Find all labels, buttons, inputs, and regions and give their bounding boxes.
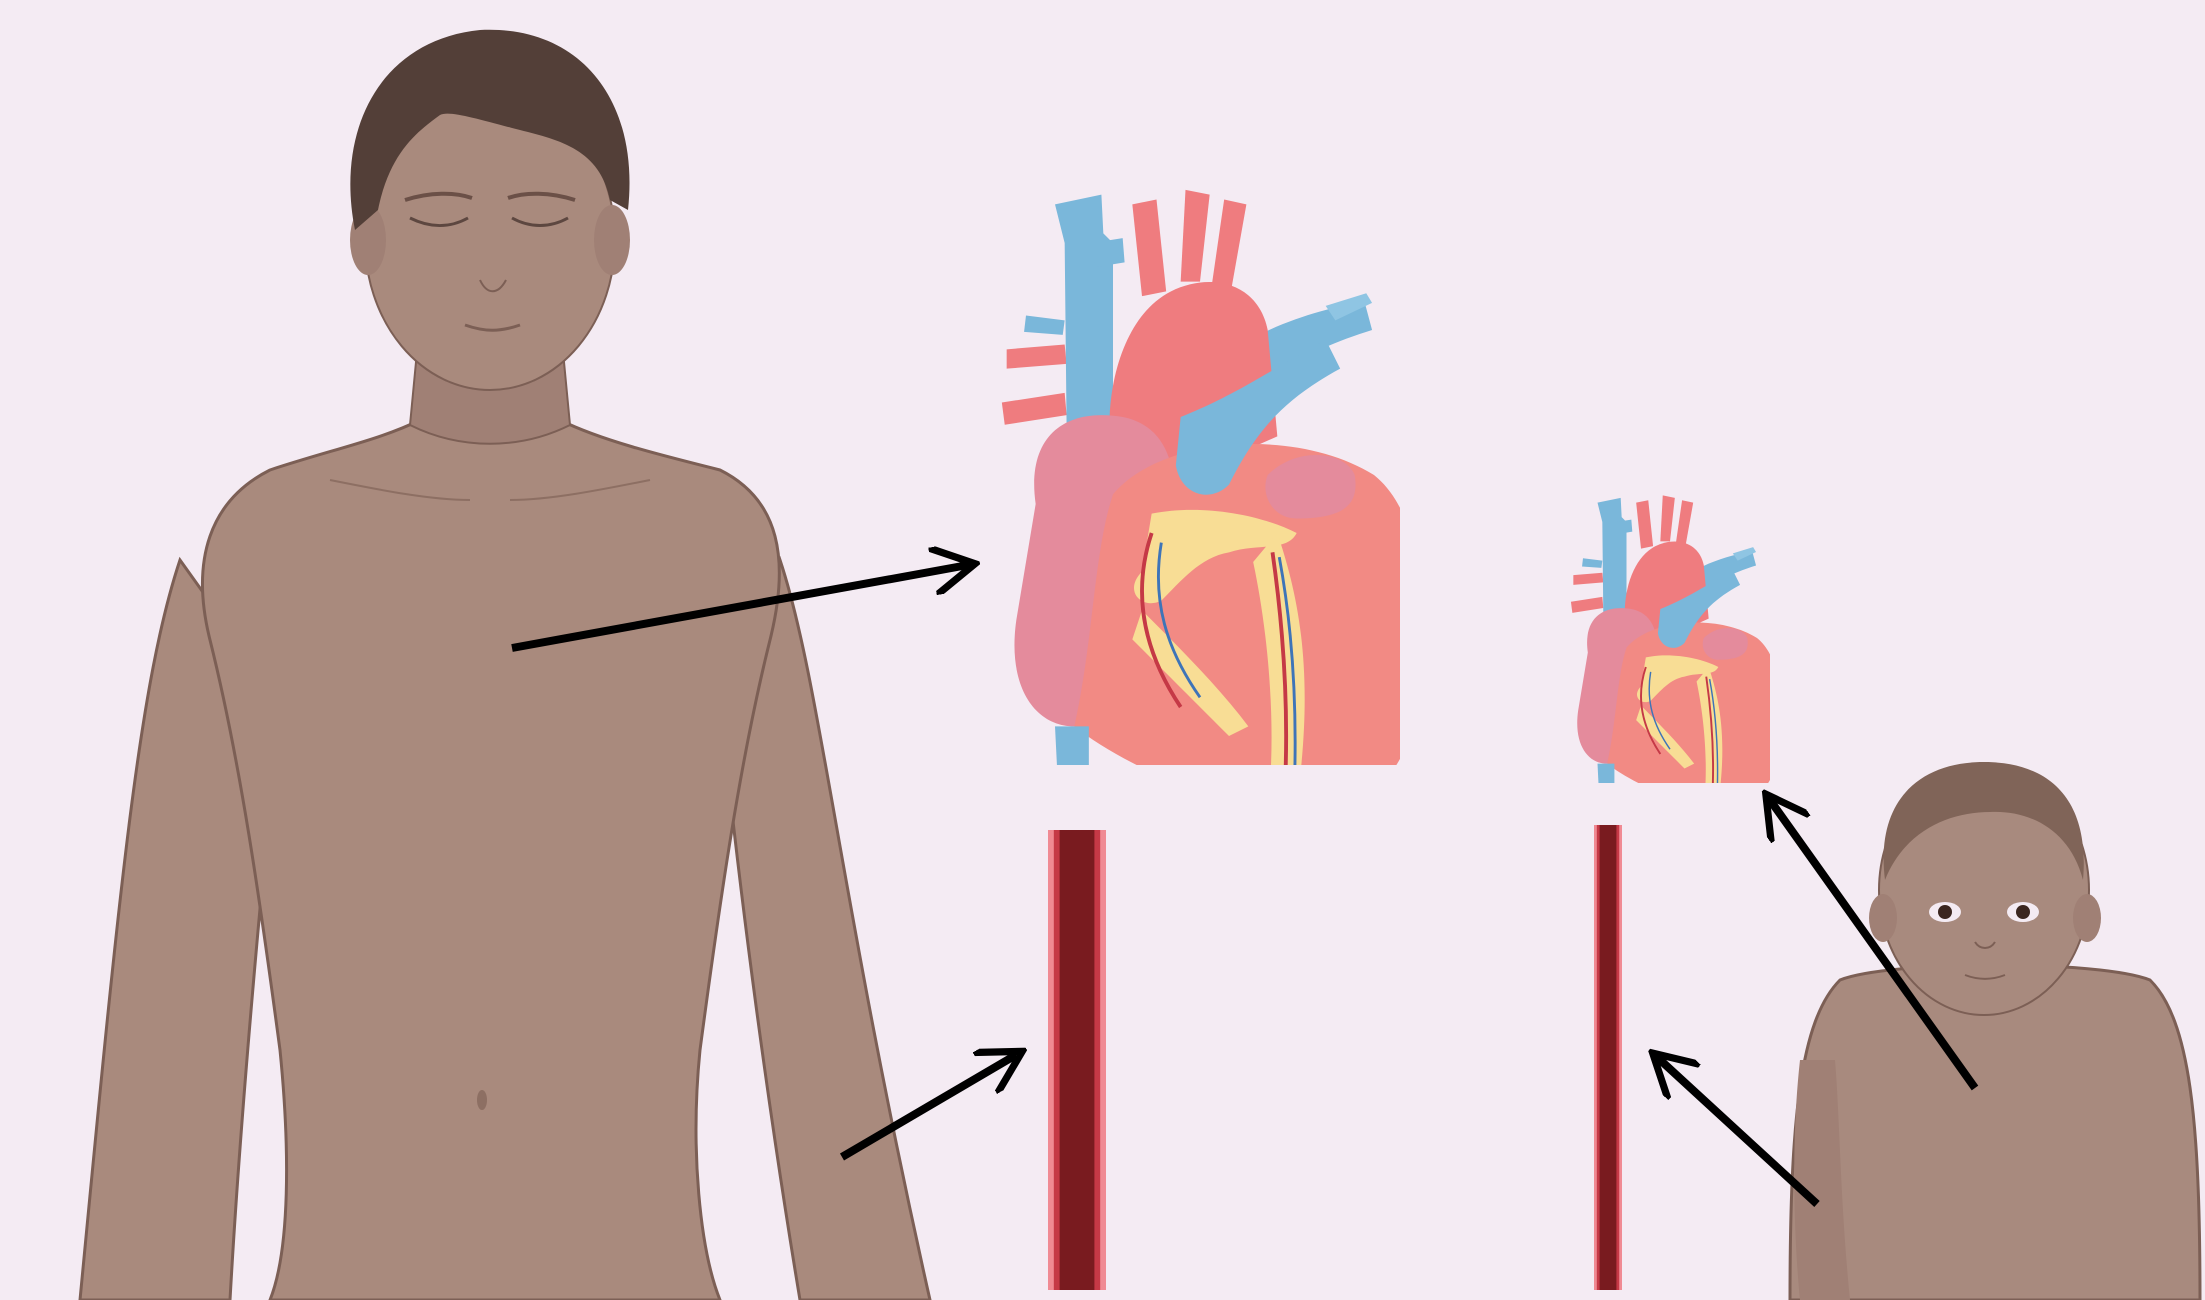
adult-blood-vessel-icon — [1048, 830, 1106, 1290]
infant-heart-icon — [1571, 495, 1781, 807]
adult-figure-icon — [80, 30, 930, 1300]
arrow-infant-to-vessel — [1658, 1058, 1817, 1204]
infant-blood-vessel-icon — [1594, 825, 1622, 1290]
infant-figure-icon — [1790, 762, 2200, 1300]
adult-heart-icon — [1002, 190, 1422, 814]
